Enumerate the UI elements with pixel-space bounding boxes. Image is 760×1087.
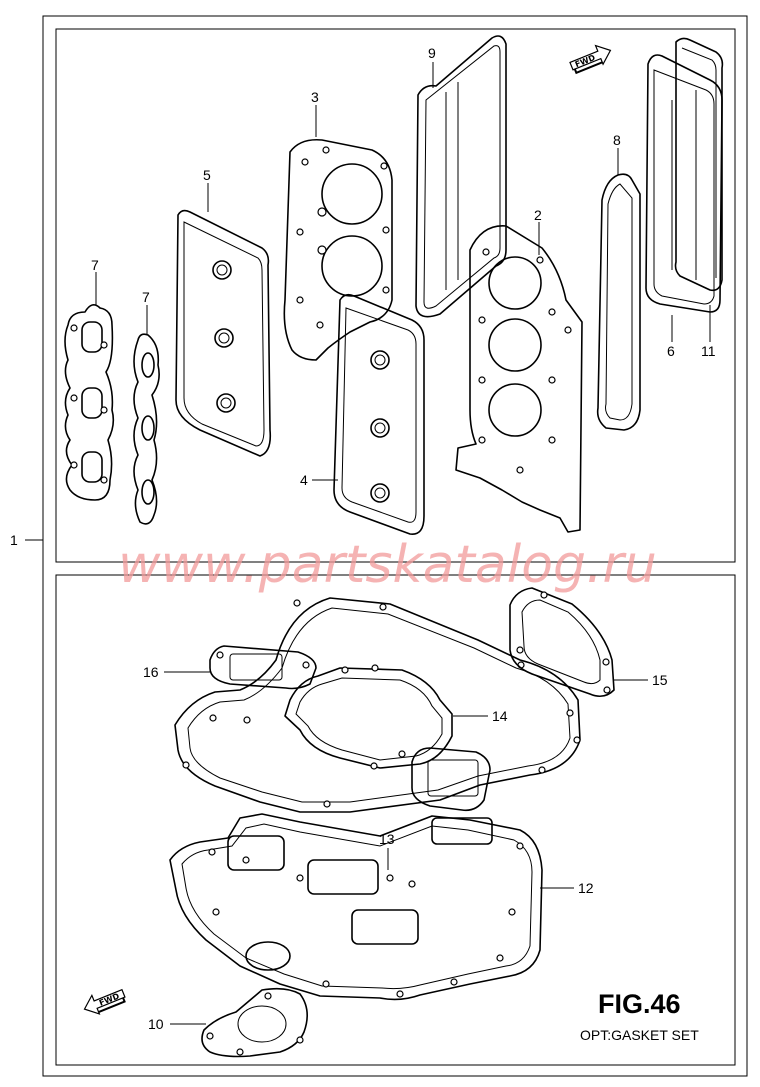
valve-cover-gasket-4	[333, 293, 425, 535]
exhaust-manifold-gasket-right	[133, 333, 160, 525]
gasket-exhaust-small	[411, 747, 491, 812]
callout-11: 11	[701, 343, 716, 359]
callout-4: 4	[300, 472, 308, 488]
fwd-arrow-bottom-icon: FWD	[83, 988, 126, 1015]
callout-6: 6	[667, 343, 675, 359]
valve-cover-gasket-5	[175, 209, 272, 457]
upper-panel-frame	[55, 28, 736, 563]
callout-1: 1	[10, 532, 18, 548]
lower-panel-frame	[55, 574, 736, 1066]
exhaust-manifold-gasket-left	[64, 304, 115, 501]
gasket-12	[169, 813, 543, 1001]
callout-7a: 7	[91, 257, 99, 273]
gasket-15	[509, 587, 615, 698]
callout-12: 12	[578, 880, 594, 896]
callout-8: 8	[613, 132, 621, 148]
gasket-10	[201, 987, 308, 1058]
figure-number: FIG.46	[598, 989, 681, 1019]
outer-frame	[42, 15, 748, 1077]
cylinder-head-gasket-2	[455, 225, 583, 533]
cylinder-head-gasket-3	[283, 138, 393, 361]
fwd-arrow-top-icon: FWD	[569, 44, 612, 75]
watermark-text: www.partskatalog.ru	[118, 535, 657, 595]
callout-13: 13	[379, 831, 395, 847]
callout-10: 10	[148, 1016, 164, 1032]
figure-caption: OPT:GASKET SET	[580, 1027, 699, 1043]
gasket-16	[209, 645, 317, 690]
gasket-6-and-11	[645, 37, 724, 313]
callout-16: 16	[143, 664, 159, 680]
callout-9: 9	[428, 45, 436, 61]
gasket-9	[415, 35, 507, 318]
callout-3: 3	[311, 89, 319, 105]
oil-pan-gasket-upper	[174, 597, 581, 813]
gasket-14	[284, 664, 453, 770]
callout-15: 15	[652, 672, 668, 688]
gasket-8	[596, 173, 641, 431]
callout-7b: 7	[142, 289, 150, 305]
callout-2: 2	[534, 207, 542, 223]
callout-5: 5	[203, 167, 211, 183]
callout-14: 14	[492, 708, 508, 724]
